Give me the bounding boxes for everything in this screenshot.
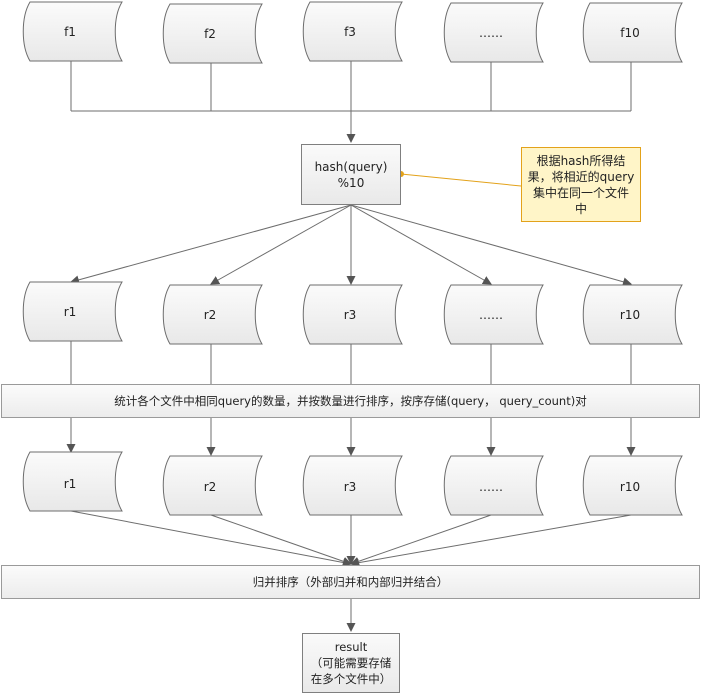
node-r-ellipsis-b: …… [443,455,544,516]
converge-arrows [70,510,632,568]
node-f3-label: f3 [344,25,356,39]
connect-bar1-row3 [66,418,636,456]
note-box: 根据hash所得结 果，将相近的query 集中在同一个文件 中 [521,147,641,222]
node-r3-b-label: r3 [344,480,357,494]
result-line1: result [334,640,368,654]
node-f-ellipsis: …… [443,2,544,63]
node-f-ellipsis-label: …… [479,26,503,40]
node-f3: f3 [302,1,403,62]
node-r10-b-label: r10 [620,480,640,494]
node-r2-a: r2 [162,284,263,345]
node-r2-b-label: r2 [204,480,217,494]
node-r2-b: r2 [162,455,263,516]
node-r-ellipsis-a-label: …… [479,308,503,322]
count-sort-bar: 统计各个文件中相同query的数量，并按数量进行排序，按序存储(query， q… [1,384,700,418]
count-sort-bar-label: 统计各个文件中相同query的数量，并按数量进行排序，按序存储(query， q… [114,394,587,408]
note-line3: 集中在同一个文件 [532,185,629,200]
node-r-ellipsis-a: …… [443,284,544,345]
node-r-ellipsis-b-label: …… [479,480,503,494]
node-r3-a: r3 [302,284,403,345]
node-r3-a-label: r3 [344,308,357,322]
result-line2: （可能需要存储 [310,656,392,670]
node-f2: f2 [162,3,263,64]
node-r10-a: r10 [582,284,683,345]
node-r1-b-label: r1 [64,477,77,491]
hash-box-line2: %10 [337,175,365,190]
fanout-arrows [70,204,632,287]
merge-sort-bar: 归并排序（外部归并和内部归并结合） [1,565,700,599]
connect-row2-bar1 [70,341,632,384]
hash-box-line1: hash(query) [314,159,388,174]
node-f1-label: f1 [64,25,76,39]
merge-sort-bar-label: 归并排序（外部归并和内部归并结合） [252,575,449,589]
node-f2-label: f2 [204,27,216,41]
node-r2-a-label: r2 [204,308,217,322]
note-line2: 果，将相近的query [527,169,635,184]
node-f10-label: f10 [620,26,640,40]
node-f10: f10 [582,2,683,63]
note-line1: 根据hash所得结 [536,153,626,168]
note-line4: 中 [574,201,587,216]
note-connector [398,171,522,187]
node-r1-b: r1 [22,451,123,512]
result-line3: 在多个文件中） [310,672,392,686]
node-f1: f1 [22,1,123,62]
node-r1-a-label: r1 [64,305,77,319]
hash-box: hash(query) %10 [301,144,401,205]
node-r1-a: r1 [22,281,123,342]
node-r10-b: r10 [582,455,683,516]
result-box: result （可能需要存储 在多个文件中） [302,633,400,693]
node-r3-b: r3 [302,455,403,516]
merge-lines-row1 [70,61,632,143]
node-r10-a-label: r10 [620,308,640,322]
